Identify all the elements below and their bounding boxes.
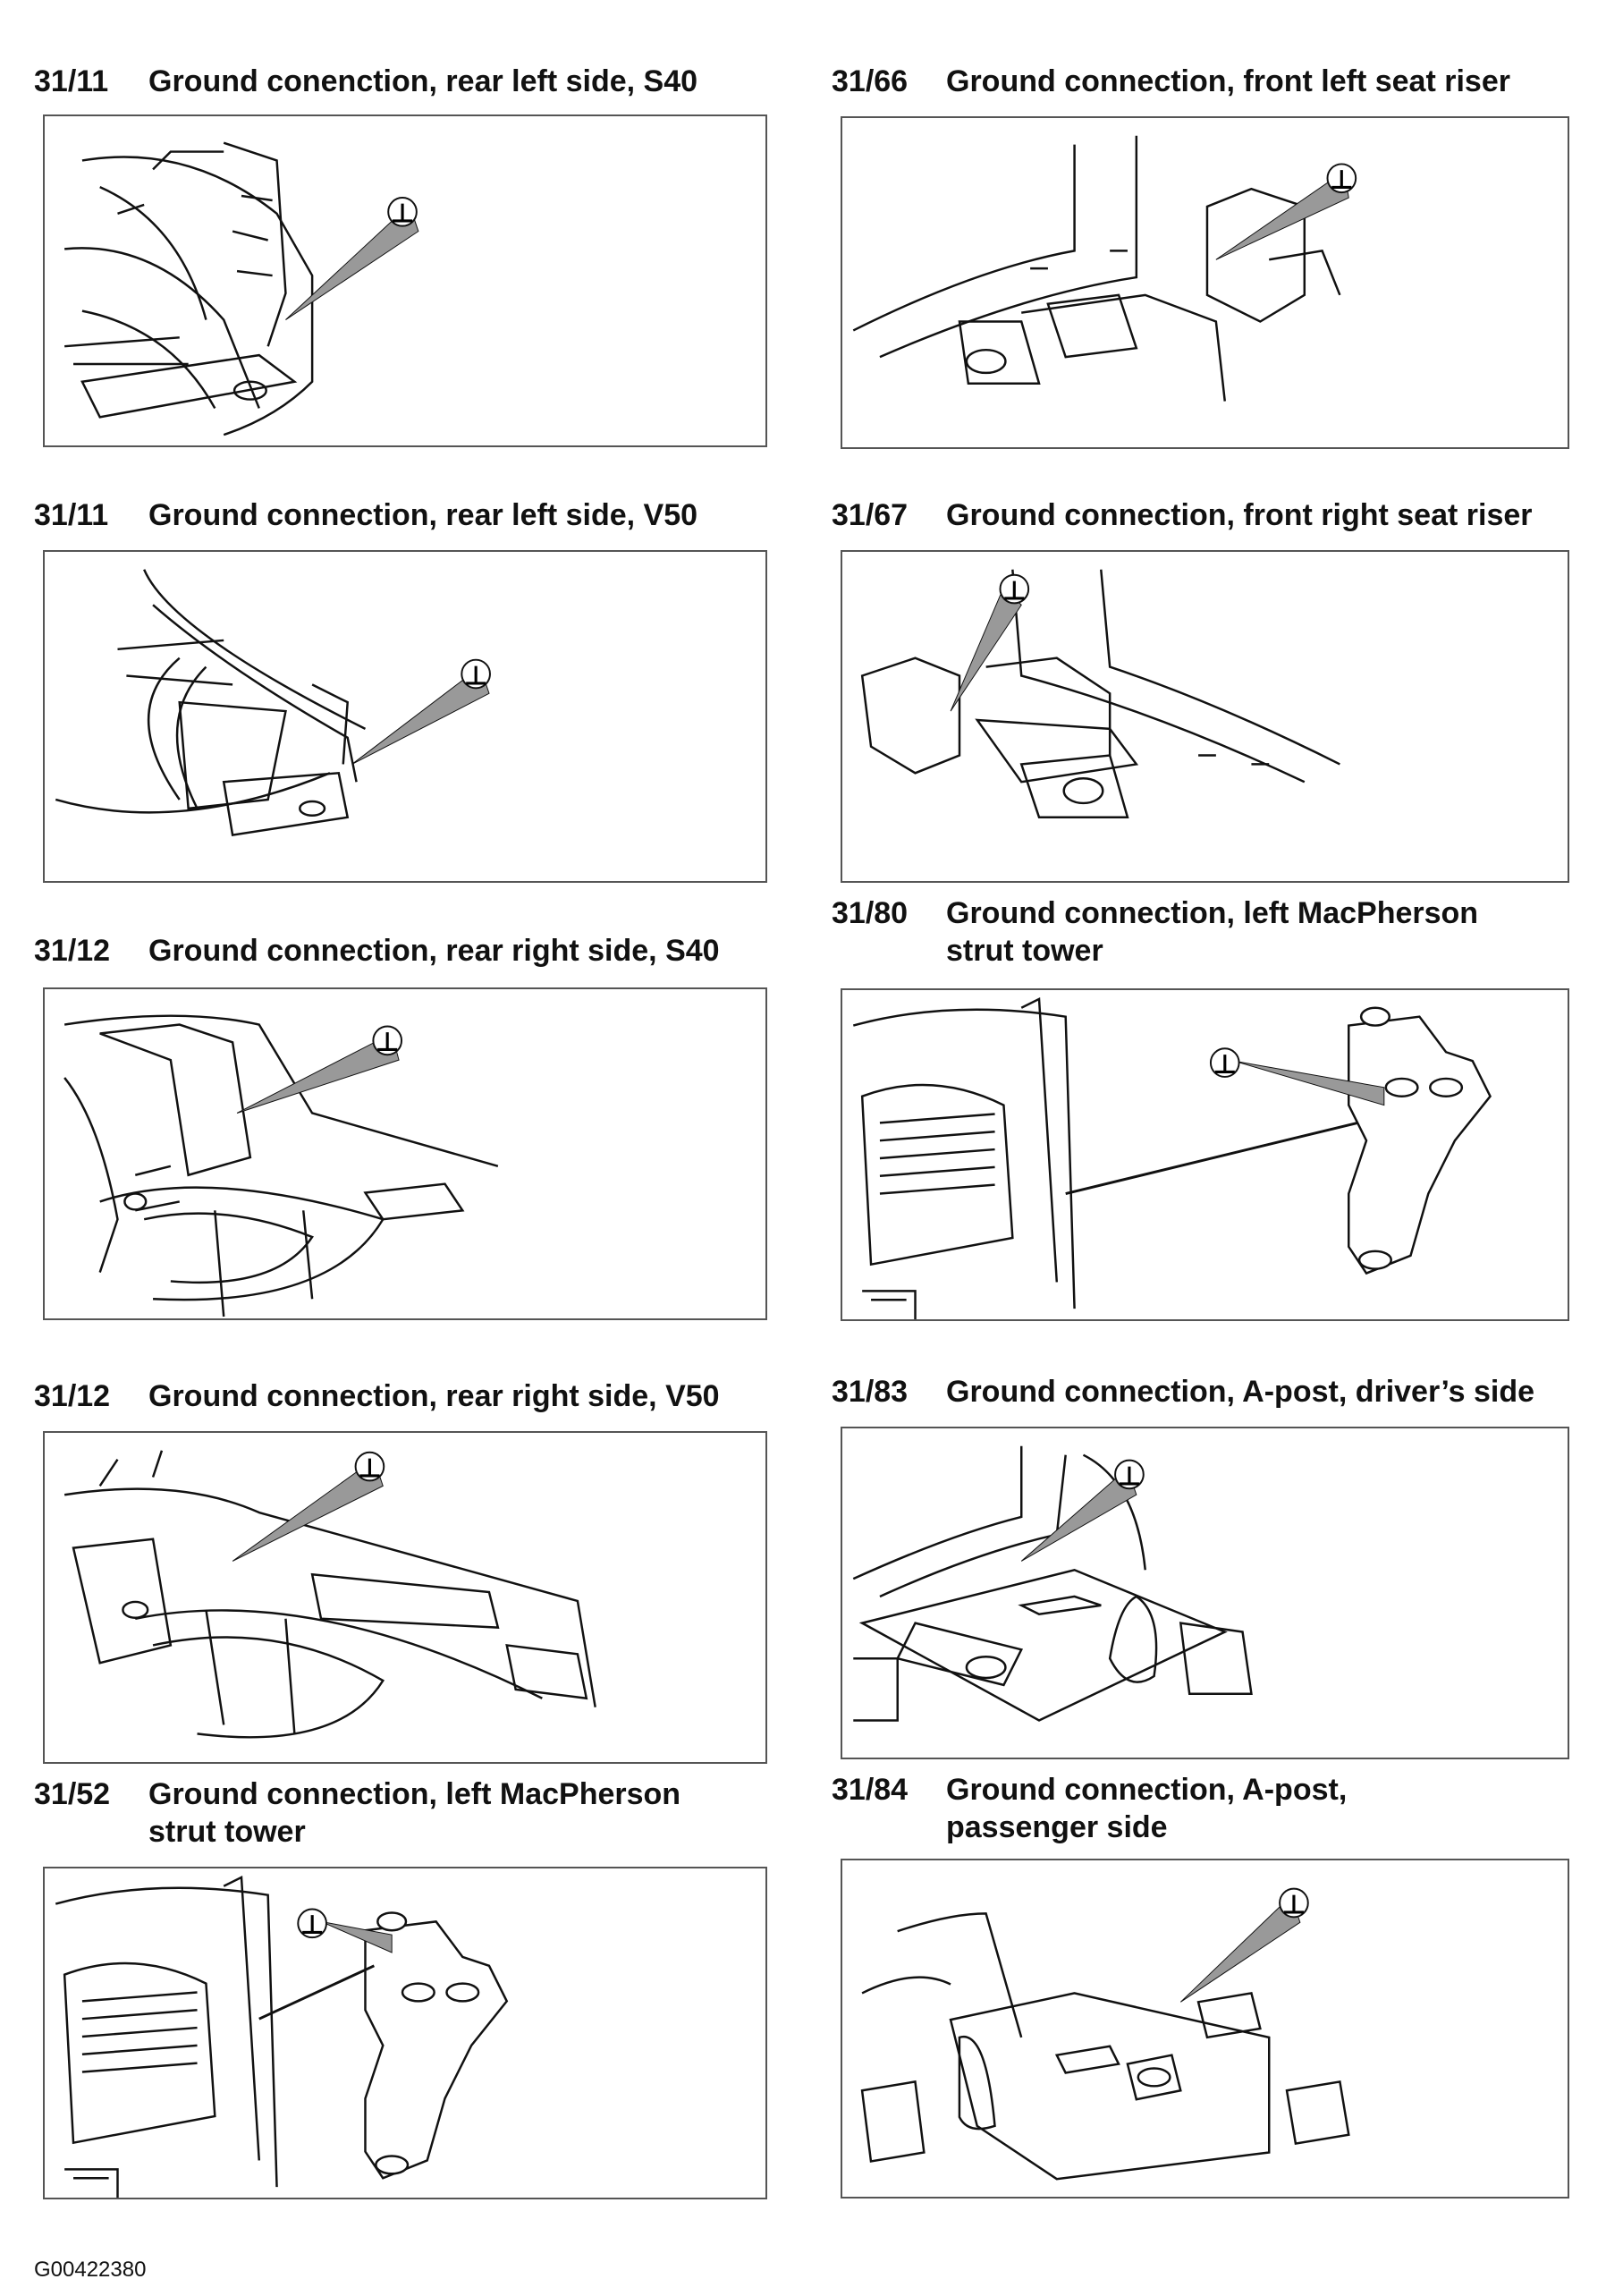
panel-number: 31/66 <box>832 64 909 98</box>
ground-symbol-icon: ⊥ <box>1117 1460 1141 1491</box>
ground-symbol-icon: ⊥ <box>1002 574 1027 606</box>
illustration-frame: ⊥ <box>43 1431 767 1764</box>
a-post-passenger-illustration: ⊥ <box>860 1887 1350 2181</box>
panel-number: 31/52 <box>34 1777 111 1811</box>
panel-31-52: 31/52 Ground connection, left MacPherson… <box>34 1775 767 2205</box>
panel-31-83: 31/83 Ground connection, A-post, driver’… <box>832 1373 1574 1766</box>
panel-title: Ground connection, left MacPherson <box>148 1777 681 1811</box>
ground-symbol-icon: ⊥ <box>1330 164 1354 195</box>
panel-title: Ground connection, left MacPherson <box>946 896 1479 930</box>
macpherson-tower-illustration: ⊥ <box>55 1875 509 2198</box>
panel-number: 31/11 <box>34 498 109 532</box>
illustration-frame: ⊥ <box>43 114 767 447</box>
panel-31-67: 31/67 Ground connection, front right sea… <box>832 496 1574 890</box>
illustration-frame: ⊥ <box>841 1859 1569 2199</box>
figure-code: G00422380 <box>34 2258 147 2282</box>
panel-31-11-v50: 31/11 Ground connection, rear left side,… <box>34 496 767 890</box>
panel-title: Ground connection, front left seat riser <box>946 64 1510 98</box>
panel-number: 31/80 <box>832 896 909 930</box>
illustration-frame: ⊥ <box>43 1867 767 2199</box>
panel-31-84: 31/84 Ground connection, A-post, passeng… <box>832 1771 1574 2205</box>
panel-31-11-s40: 31/11 Ground conenction, rear left side,… <box>34 63 767 456</box>
macpherson-tower-illustration: ⊥ <box>852 996 1492 1319</box>
panel-number: 31/83 <box>832 1375 909 1409</box>
panel-title-line2: passenger side <box>946 1810 1168 1844</box>
panel-31-12-v50: 31/12 Ground connection, rear right side… <box>34 1377 767 1771</box>
panel-number: 31/12 <box>34 1379 111 1413</box>
illustration-frame: ⊥ <box>841 116 1569 449</box>
panel-title: Ground connection, A-post, <box>946 1773 1348 1807</box>
front-left-seat-riser-illustration: ⊥ <box>852 135 1357 402</box>
ground-symbol-icon: ⊥ <box>300 1909 325 1940</box>
panel-title: Ground connection, rear left side, V50 <box>148 498 698 532</box>
rear-right-v50-illustration: ⊥ <box>63 1450 596 1739</box>
illustration-frame: ⊥ <box>841 1427 1569 1759</box>
panel-title: Ground connection, A-post, driver’s side <box>946 1375 1535 1409</box>
panel-title-line2: strut tower <box>946 934 1103 968</box>
panel-title: Ground connection, rear right side, V50 <box>148 1379 720 1413</box>
panel-title-line2: strut tower <box>148 1815 306 1849</box>
ground-symbol-icon: ⊥ <box>1281 1888 1306 1919</box>
illustration-frame: ⊥ <box>43 550 767 883</box>
panel-31-80: 31/80 Ground connection, left MacPherson… <box>832 894 1574 1324</box>
panel-title: Ground connection, front right seat rise… <box>946 498 1533 532</box>
ground-symbol-icon: ⊥ <box>376 1026 400 1057</box>
panel-number: 31/12 <box>34 934 111 968</box>
panel-number: 31/67 <box>832 498 909 532</box>
ground-symbol-icon: ⊥ <box>464 659 488 690</box>
ground-symbol-icon: ⊥ <box>1213 1048 1237 1080</box>
panel-number: 31/11 <box>34 64 109 98</box>
panel-title: Ground connection, rear right side, S40 <box>148 934 720 968</box>
ground-symbol-icon: ⊥ <box>390 198 414 229</box>
panel-number: 31/84 <box>832 1773 909 1807</box>
front-right-seat-riser-illustration: ⊥ <box>860 569 1340 819</box>
rear-left-s40-illustration: ⊥ <box>64 141 419 436</box>
ground-symbol-icon: ⊥ <box>358 1452 382 1483</box>
panel-31-66: 31/66 Ground connection, front left seat… <box>832 63 1574 456</box>
illustration-frame: ⊥ <box>841 550 1569 883</box>
panel-title: Ground conenction, rear left side, S40 <box>148 64 698 98</box>
rear-right-s40-illustration: ⊥ <box>63 1014 499 1317</box>
illustration-frame: ⊥ <box>841 988 1569 1321</box>
illustration-frame: ⊥ <box>43 987 767 1320</box>
a-post-driver-illustration: ⊥ <box>852 1445 1253 1722</box>
panel-31-12-s40: 31/12 Ground connection, rear right side… <box>34 932 767 1326</box>
rear-left-v50-illustration: ⊥ <box>55 569 491 836</box>
